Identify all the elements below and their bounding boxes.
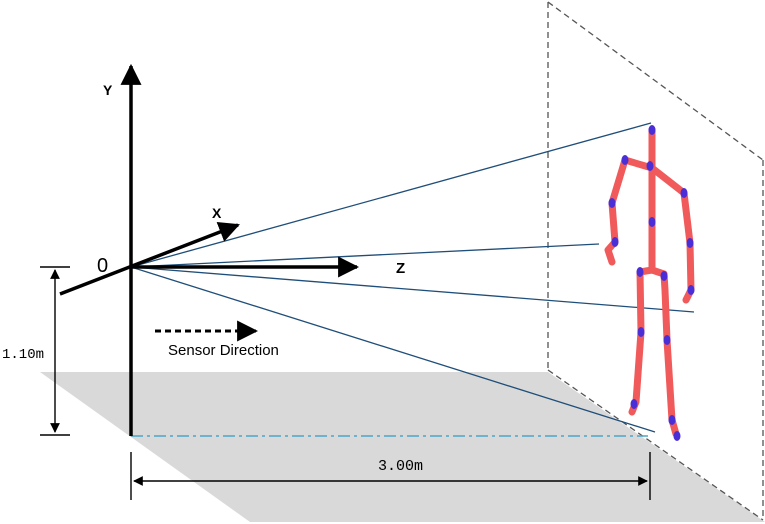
y-axis-label: Y — [103, 82, 113, 98]
x-axis-label: X — [212, 205, 222, 221]
joint-elbow-right — [608, 198, 616, 208]
coordinate-axes — [59, 63, 360, 436]
x-axis — [59, 222, 240, 296]
height-label: 1.10m — [2, 347, 44, 363]
joint-wrist-right — [611, 237, 619, 247]
joint-knee-right — [637, 327, 645, 337]
skeleton-bones — [604, 126, 695, 438]
ray-hand — [130, 243, 600, 268]
joint-foot-left — [673, 431, 681, 441]
left-leg-bone — [660, 270, 680, 438]
right-arm-bone — [604, 156, 656, 266]
sensor-direction-label: Sensor Direction — [168, 342, 279, 359]
joint-hip-right — [636, 267, 644, 277]
z-axis-label: Z — [396, 260, 405, 277]
joint-shoulder-left — [680, 188, 688, 198]
joint-shoulder-right — [621, 155, 629, 165]
skeleton-figure — [604, 125, 695, 441]
hip-bone — [636, 266, 668, 278]
joint-spine-mid — [648, 217, 656, 227]
ray-hip — [130, 266, 695, 313]
right-leg-bone — [628, 268, 645, 416]
joint-ankle-right — [630, 399, 638, 409]
ray-foot — [130, 266, 656, 433]
joint-wrist-left — [687, 285, 695, 295]
joint-neck — [646, 161, 654, 171]
joint-hip-left — [660, 271, 668, 281]
joint-elbow-left — [686, 238, 694, 248]
left-arm-bone — [648, 164, 695, 304]
projection-plane — [547, 1, 764, 521]
joint-ankle-left — [668, 415, 676, 425]
origin-label: 0 — [97, 255, 108, 277]
distance-label: 3.00m — [378, 458, 423, 475]
skeleton-joints — [608, 125, 695, 441]
sensor-rays — [130, 122, 695, 433]
ray-head — [130, 122, 652, 268]
height-dimension — [40, 266, 70, 436]
joint-head — [648, 125, 656, 135]
floor-plane — [40, 372, 765, 522]
distance-dimension — [130, 452, 651, 500]
joint-knee-left — [663, 335, 671, 345]
